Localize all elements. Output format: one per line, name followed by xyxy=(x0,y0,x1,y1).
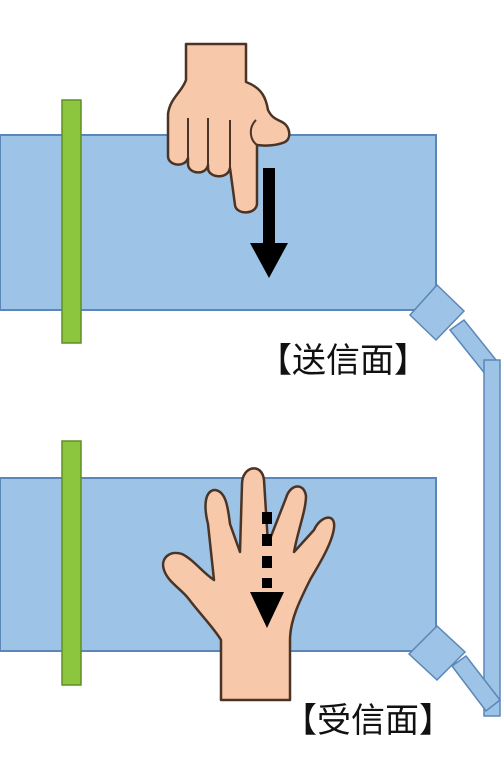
dashed-down-arrow-icon xyxy=(250,512,284,628)
solid-down-arrow-icon xyxy=(250,168,288,278)
bottom-connector-tube xyxy=(450,654,502,713)
open-hand-icon xyxy=(161,467,336,702)
vertical-tube xyxy=(483,359,501,717)
top-band xyxy=(61,99,82,344)
top-connector-head xyxy=(408,283,466,342)
bottom-band xyxy=(61,440,82,686)
send-surface-label: 【送信面】 xyxy=(258,341,428,381)
bottom-connector-head xyxy=(407,624,467,682)
receive-surface-label: 【受信面】 xyxy=(283,701,453,741)
pointing-hand-icon xyxy=(166,42,291,214)
